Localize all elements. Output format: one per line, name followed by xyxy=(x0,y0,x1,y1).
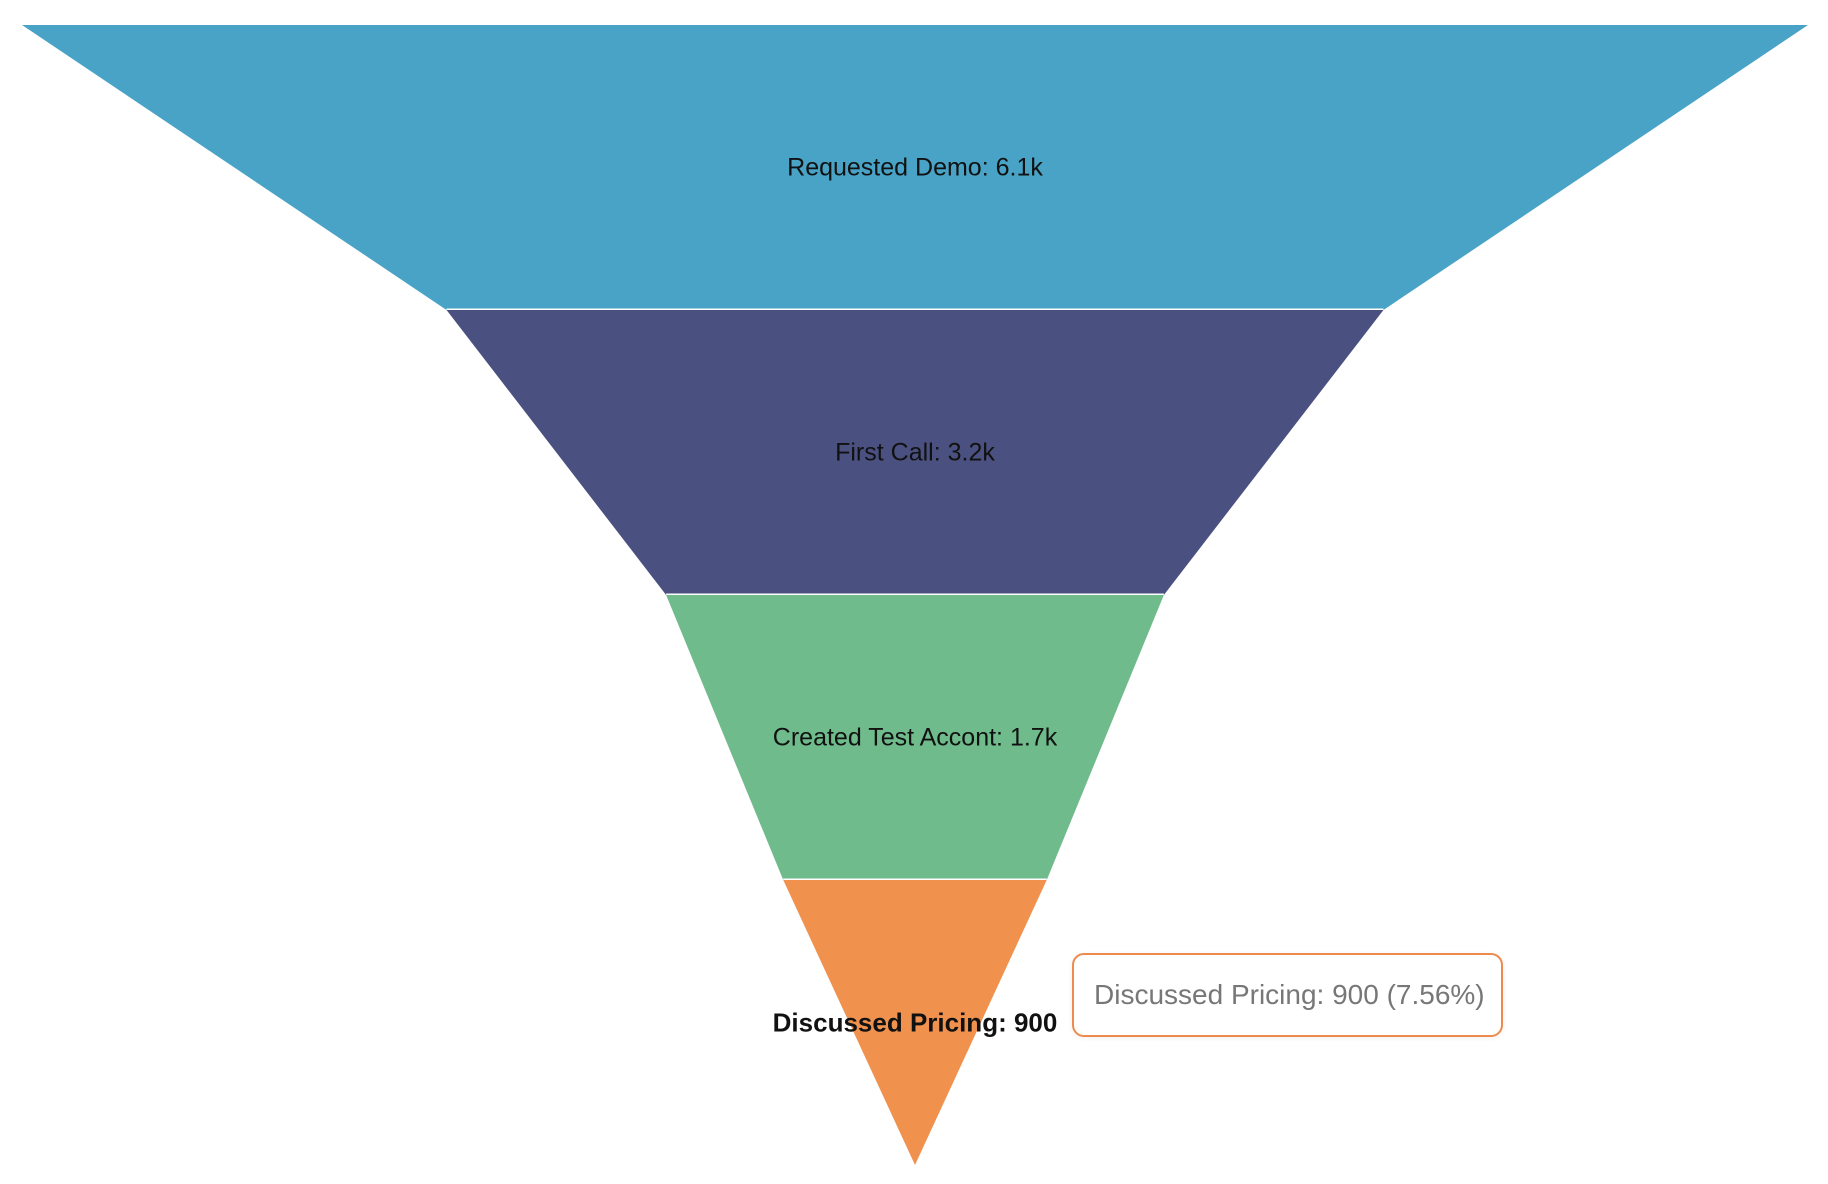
funnel-segment-discussed-pricing[interactable] xyxy=(783,880,1047,1165)
funnel-segment-requested-demo[interactable] xyxy=(22,25,1808,310)
tooltip: Discussed Pricing: 900 (7.56%) xyxy=(1072,953,1503,1037)
funnel-segment-first-call[interactable] xyxy=(446,310,1384,595)
segment-label-first-call: First Call: 3.2k xyxy=(835,439,995,467)
tooltip-text: Discussed Pricing: 900 (7.56%) xyxy=(1094,979,1485,1010)
segment-label-created-test-accont: Created Test Accont: 1.7k xyxy=(773,724,1058,752)
segment-label-requested-demo: Requested Demo: 6.1k xyxy=(787,154,1043,182)
segment-label-discussed-pricing: Discussed Pricing: 900 xyxy=(773,1008,1058,1038)
funnel-segment-created-test-accont[interactable] xyxy=(666,595,1164,880)
